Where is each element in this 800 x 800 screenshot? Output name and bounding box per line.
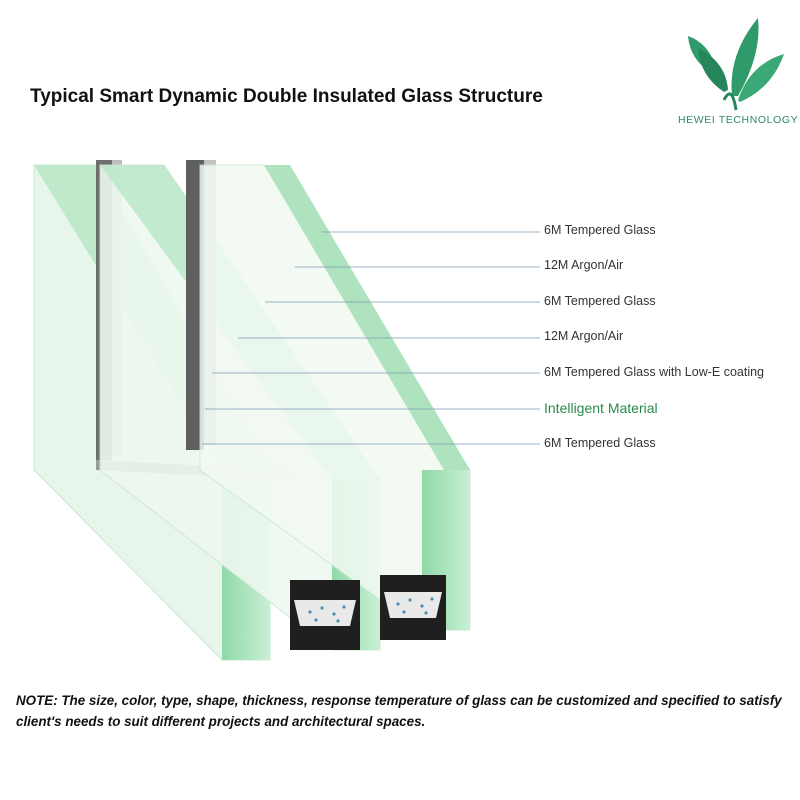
- note-text: NOTE: The size, color, type, shape, thic…: [16, 693, 782, 729]
- layer-label-7: 6M Tempered Glass: [544, 436, 656, 450]
- callout-lines: [202, 231, 540, 445]
- layer-label-4: 12M Argon/Air: [544, 329, 624, 343]
- page-title: Typical Smart Dynamic Double Insulated G…: [30, 86, 543, 107]
- layer-label-2: 12M Argon/Air: [544, 258, 624, 272]
- layer-label-1: 6M Tempered Glass: [544, 223, 656, 237]
- brand-name: HEWEI TECHNOLOGY: [678, 114, 799, 126]
- layer-label-6: Intelligent Material: [544, 400, 658, 416]
- leaf-logo-icon: [688, 18, 784, 111]
- layer-label-3: 6M Tempered Glass: [544, 294, 656, 308]
- spacer-section-1: [290, 580, 360, 650]
- layer-label-5: 6M Tempered Glass with Low-E coating: [544, 365, 765, 379]
- spacer-section-2: [380, 575, 446, 640]
- glass-pane-front: [199, 164, 471, 631]
